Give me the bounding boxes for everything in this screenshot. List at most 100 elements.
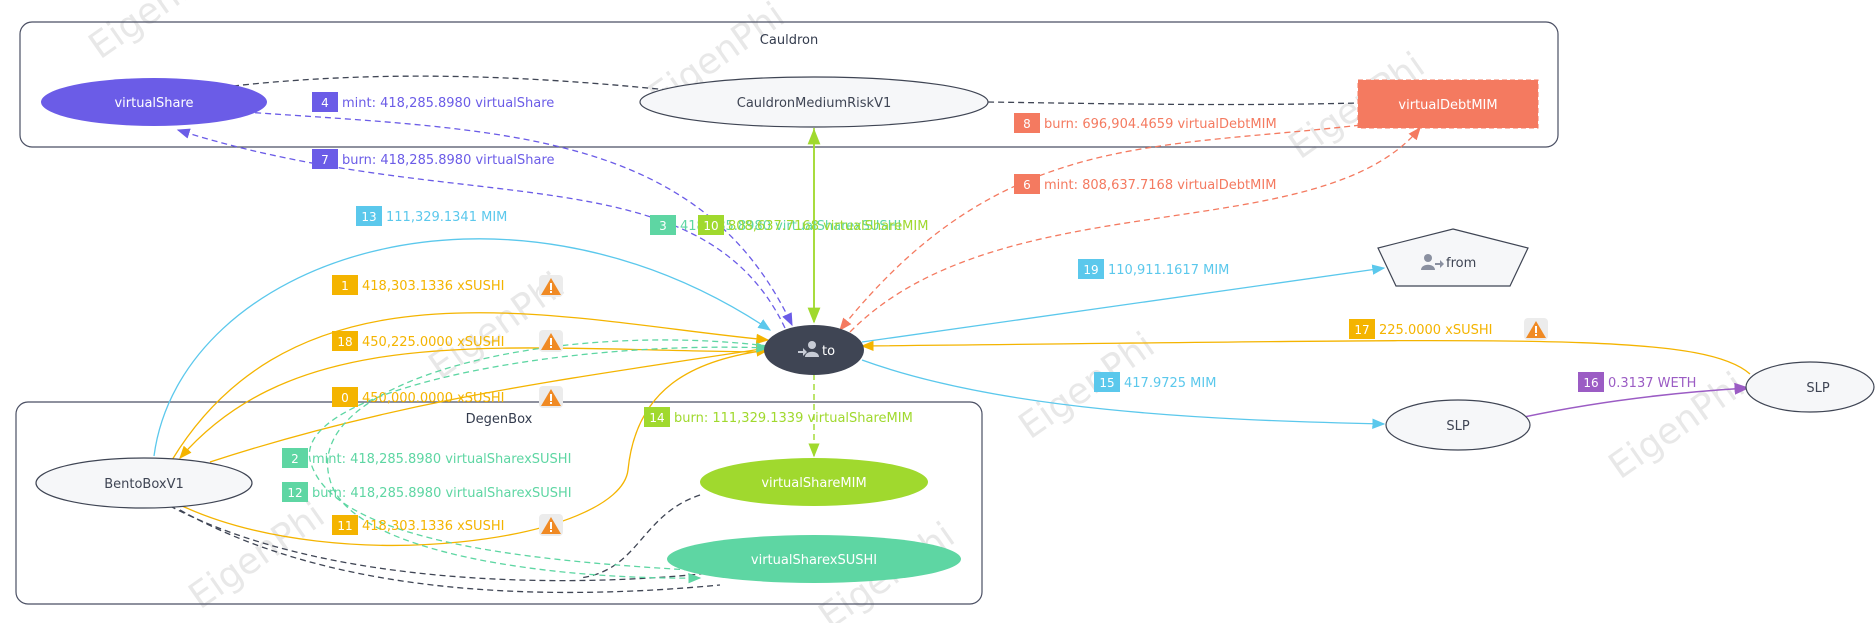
watermark: EigenPhi	[82, 0, 233, 67]
warning-icon[interactable]	[539, 275, 563, 297]
node-slp-2[interactable]: SLP	[1745, 361, 1875, 413]
structural-edges	[169, 75, 1359, 594]
edge-label-13: 13 111,329.1341 MIM	[356, 206, 507, 226]
edge-label-8: 8 burn: 696,904.4659 virtualDebtMIM	[1014, 113, 1277, 133]
edge-label-7: 7 burn: 418,285.8980 virtualShare	[312, 149, 555, 169]
edge-label-11: 11 418,303.1336 xSUSHI	[332, 514, 563, 536]
svg-text:418,303.1336 xSUSHI: 418,303.1336 xSUSHI	[362, 279, 504, 294]
svg-text:16: 16	[1583, 376, 1598, 390]
svg-text:17: 17	[1354, 323, 1369, 337]
node-label: virtualShare	[114, 96, 193, 111]
svg-text:1: 1	[341, 279, 349, 293]
svg-text:12: 12	[287, 486, 302, 500]
edge-label-6: 6 mint: 808,637.7168 virtualDebtMIM	[1014, 174, 1276, 194]
node-bento-box-v1[interactable]: BentoBoxV1	[35, 457, 253, 509]
svg-text:11: 11	[337, 519, 352, 533]
cluster-degenbox: DegenBox	[15, 401, 983, 605]
svg-text:0: 0	[341, 391, 349, 405]
svg-text:450,000.0000 xSUSHI: 450,000.0000 xSUSHI	[362, 391, 504, 406]
svg-text:10: 10	[703, 219, 718, 233]
edge-15[interactable]	[861, 359, 1386, 429]
node-label: BentoBoxV1	[104, 477, 184, 492]
node-virtual-sharex-sushi[interactable]: virtualSharexSUSHI	[667, 535, 961, 583]
watermark: EigenPhi	[182, 495, 333, 618]
node-virtual-share[interactable]: virtualShare	[41, 78, 267, 126]
edge-18[interactable]	[179, 347, 769, 459]
node-slp-1[interactable]: SLP	[1385, 399, 1531, 451]
edge-label-15: 15 417.9725 MIM	[1094, 372, 1216, 392]
svg-text:417.9725 MIM: 417.9725 MIM	[1124, 376, 1216, 391]
svg-text:mint: 808,637.7168 virtualDebt: mint: 808,637.7168 virtualDebtMIM	[1044, 178, 1276, 193]
svg-text:burn: 111,329.1339 virtualShar: burn: 111,329.1339 virtualShareMIM	[674, 411, 913, 426]
edge-label-1: 1 418,303.1336 xSUSHI	[332, 275, 563, 297]
node-label: virtualShareMIM	[761, 476, 866, 491]
svg-text:7: 7	[321, 153, 329, 167]
edge-17[interactable]	[860, 339, 1751, 375]
svg-text:111,329.1341 MIM: 111,329.1341 MIM	[386, 210, 507, 225]
edge-4[interactable]	[244, 111, 793, 327]
node-label: virtualSharexSUSHI	[751, 553, 877, 568]
svg-text:418,303.1336 xSUSHI: 418,303.1336 xSUSHI	[362, 519, 504, 534]
edge-16[interactable]	[1509, 382, 1750, 421]
edge-label-12: 12 burn: 418,285.8980 virtualSharexSUSHI	[282, 482, 572, 502]
node-label: SLP	[1446, 419, 1469, 434]
edge-label-10: 10 808,637.7168 virtualShareMIM	[698, 215, 928, 235]
svg-text:18: 18	[337, 335, 352, 349]
node-label: virtualDebtMIM	[1398, 98, 1497, 113]
svg-text:14: 14	[649, 411, 664, 425]
svg-text:mint: 418,285.8980 virtualShar: mint: 418,285.8980 virtualSharexSUSHI	[312, 452, 571, 467]
edge-label-0: 0 450,000.0000 xSUSHI	[332, 386, 563, 408]
node-label: SLP	[1806, 381, 1829, 396]
svg-text:burn: 696,904.4659 virtualDebt: burn: 696,904.4659 virtualDebtMIM	[1044, 117, 1277, 132]
node-label: from	[1446, 256, 1476, 271]
edge-label-19: 19 110,911.1617 MIM	[1078, 259, 1229, 279]
node-virtual-debt-mim[interactable]: virtualDebtMIM	[1357, 79, 1539, 129]
edge-label-16: 16 0.3137 WETH	[1578, 372, 1696, 392]
node-label: CauldronMediumRiskV1	[737, 96, 892, 111]
edge-13[interactable]	[153, 238, 772, 457]
edge-19[interactable]	[861, 264, 1386, 343]
svg-text:13: 13	[361, 210, 376, 224]
node-label: to	[822, 344, 835, 359]
svg-text:225.0000 xSUSHI: 225.0000 xSUSHI	[1379, 323, 1492, 338]
edge-label-4: 4 mint: 418,285.8980 virtualShare	[312, 92, 554, 112]
cluster-title: Cauldron	[760, 33, 818, 48]
edge-label-18: 18 450,225.0000 xSUSHI	[332, 330, 563, 352]
svg-text:4: 4	[321, 96, 329, 110]
cluster-cauldron: Cauldron	[19, 21, 1559, 148]
svg-text:2: 2	[291, 452, 299, 466]
node-from[interactable]: from	[1377, 228, 1529, 287]
svg-text:418,285.8980 virtualSharexSUSH: 418,285.8980 virtualSharexSUSHI	[680, 219, 901, 234]
cluster-title: DegenBox	[466, 412, 533, 427]
svg-text:0.3137 WETH: 0.3137 WETH	[1608, 376, 1696, 391]
svg-text:19: 19	[1083, 263, 1098, 277]
svg-text:burn: 418,285.8980 virtualShar: burn: 418,285.8980 virtualSharexSUSHI	[312, 486, 572, 501]
warning-icon[interactable]	[539, 386, 563, 408]
svg-text:15: 15	[1099, 376, 1114, 390]
edge-label-14: 14 burn: 111,329.1339 virtualShareMIM	[644, 407, 913, 427]
warning-icon[interactable]	[1524, 318, 1548, 340]
node-cauldron-medium-risk-v1[interactable]: CauldronMediumRiskV1	[639, 76, 989, 128]
edge-1[interactable]	[171, 312, 770, 461]
warning-icon[interactable]	[539, 514, 563, 536]
svg-text:110,911.1617 MIM: 110,911.1617 MIM	[1108, 263, 1229, 278]
edge-label-2: 2 mint: 418,285.8980 virtualSharexSUSHI	[282, 448, 571, 468]
svg-text:3: 3	[659, 219, 667, 233]
node-to[interactable]: to	[764, 325, 864, 375]
edge-0[interactable]	[209, 344, 770, 463]
svg-text:8: 8	[1023, 117, 1031, 131]
svg-text:mint: 418,285.8980 virtualShar: mint: 418,285.8980 virtualShare	[342, 96, 554, 111]
node-virtual-share-mim[interactable]: virtualShareMIM	[700, 458, 928, 506]
edge-label-3: 3 418,285.8980 virtualSharexSUSHI	[650, 215, 901, 235]
warning-icon[interactable]	[539, 330, 563, 352]
edge-8[interactable]	[839, 123, 1371, 332]
edge-12[interactable]	[308, 342, 770, 571]
edge-6[interactable]	[849, 126, 1421, 333]
svg-text:burn: 418,285.8980 virtualShar: burn: 418,285.8980 virtualShare	[342, 153, 555, 168]
edge-11[interactable]	[179, 346, 770, 546]
edge-2[interactable]	[327, 339, 769, 584]
user-out-icon	[1421, 254, 1444, 270]
user-in-icon	[798, 341, 819, 357]
